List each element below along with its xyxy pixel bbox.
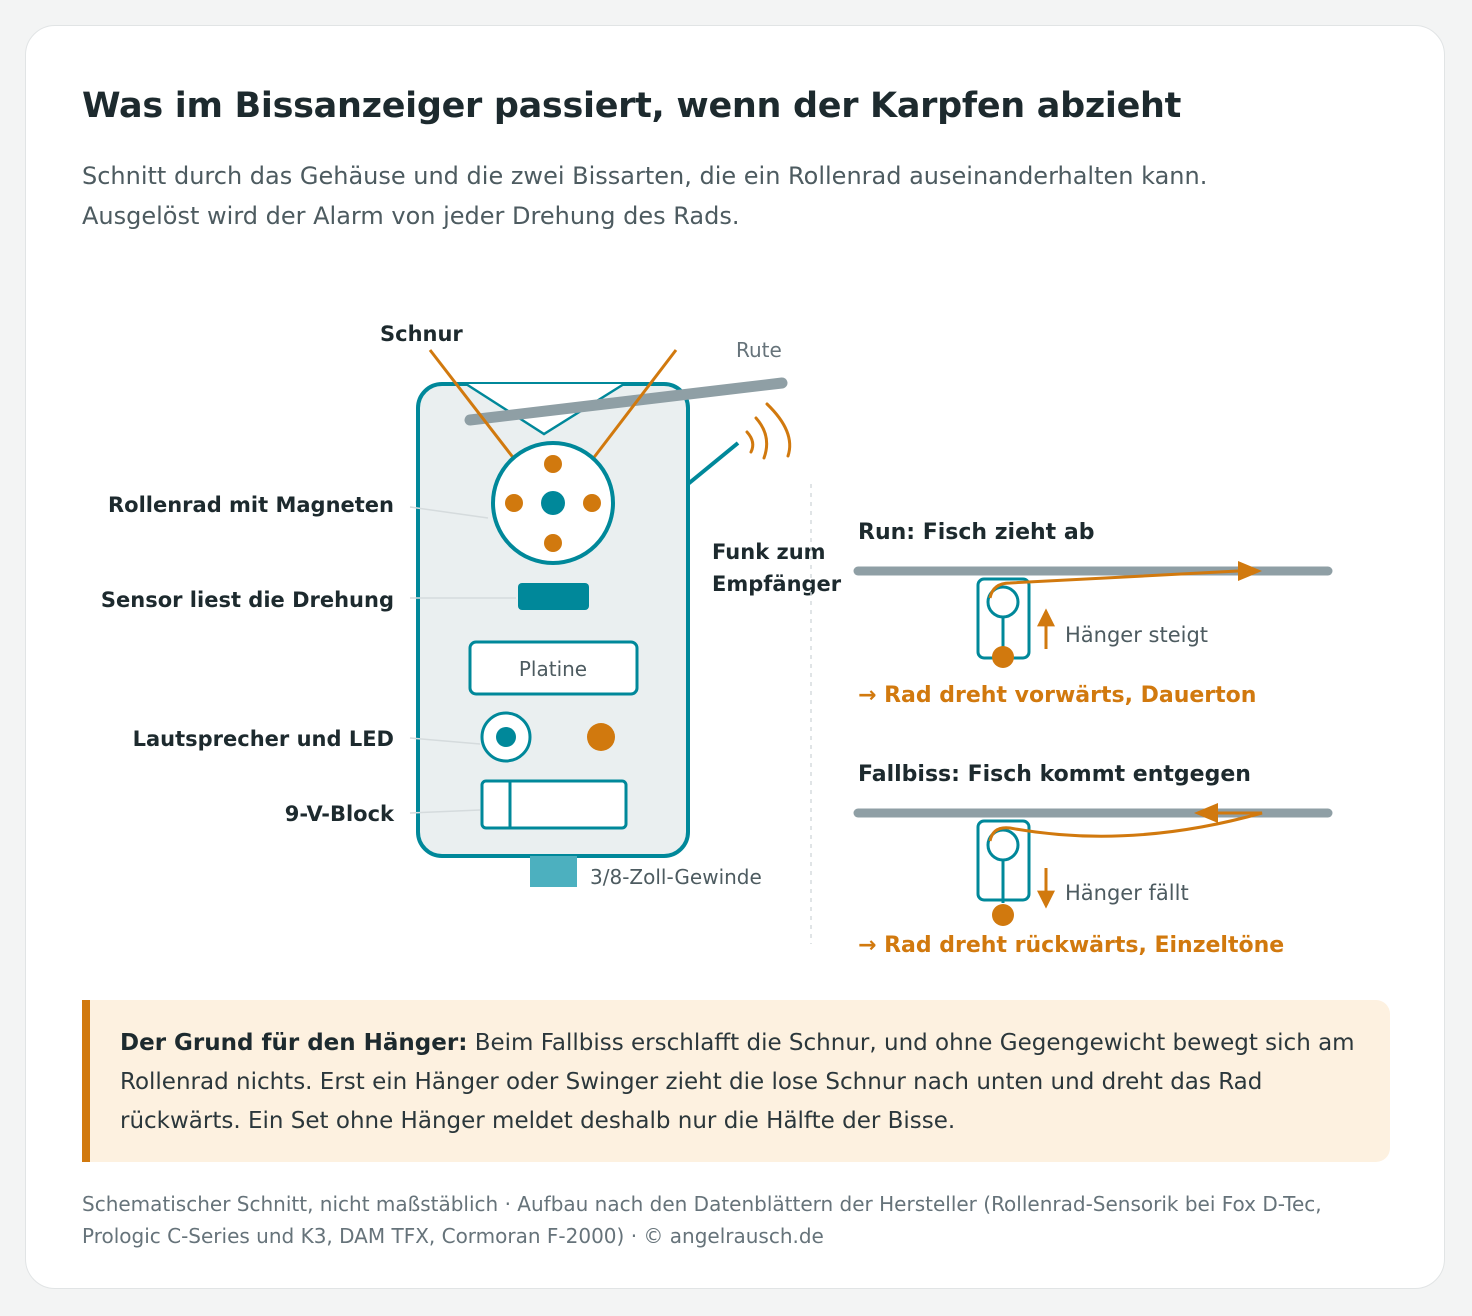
magnet-left [505, 494, 523, 512]
page-title: Was im Bissanzeiger passiert, wenn der K… [82, 86, 1182, 126]
run-hanger-label: Hänger steigt [1065, 623, 1208, 647]
battery [480, 779, 628, 830]
radio-wave-2 [754, 416, 769, 460]
battery-label: 9-V-Block [285, 802, 395, 826]
sensor-label: Sensor liest die Drehung [101, 588, 394, 612]
run-line-path [988, 569, 1239, 599]
radio-wave-3 [765, 402, 792, 458]
radio-label-2: Empfänger [712, 572, 842, 596]
rod-label: Rute [736, 338, 782, 362]
magnet-top [544, 455, 562, 473]
run-result: → Rad dreht vorwärts, Dauerton [858, 683, 1256, 708]
magnet-right [583, 494, 601, 512]
led [587, 723, 615, 751]
drop-title: Fallbiss: Fisch kommt entgegen [858, 762, 1251, 787]
speaker-core [496, 727, 516, 747]
speaker-label: Lautsprecher und LED [133, 727, 394, 751]
run-title: Run: Fisch zieht ab [858, 520, 1094, 545]
wheel-leader [409, 506, 489, 519]
thread-label: 3/8-Zoll-Gewinde [590, 865, 762, 889]
callout-lead: Der Grund für den Hänger: [120, 1030, 468, 1056]
explanation-callout: Der Grund für den Hänger: Beim Fallbiss … [82, 1000, 1390, 1162]
fishing-line-right [590, 349, 678, 461]
antenna [686, 441, 740, 486]
wheel-label: Rollenrad mit Magneten [108, 493, 394, 517]
page-subtitle: Schnitt durch das Gehäuse und die zwei B… [82, 156, 1282, 236]
board-label: Platine [519, 657, 587, 681]
device-section: Platine 3/8-Zoll-Gewinde Schnur Rute Rol… [101, 322, 842, 889]
run-hanger-weight [992, 646, 1014, 668]
subtitle-line-1: Schnitt durch das Gehäuse und die zwei B… [82, 162, 1208, 190]
magnet-bottom [544, 534, 562, 552]
run-scenario: Run: Fisch zieht ab Hänger steigt → Rad … [853, 520, 1333, 708]
drop-hanger-label: Hänger fällt [1065, 881, 1189, 905]
board [468, 640, 639, 696]
line-label: Schnur [380, 322, 463, 346]
wheel-hub [541, 491, 565, 515]
footnote: Schematischer Schnitt, nicht maßstäblich… [82, 1192, 1322, 1248]
fishing-line-left [428, 349, 517, 461]
drop-hanger-weight [992, 904, 1014, 926]
drop-line-arrowhead [1194, 803, 1218, 823]
callout-text: Der Grund für den Hänger: Beim Fallbiss … [120, 1024, 1360, 1141]
sensor [518, 583, 589, 610]
speaker-leader [409, 737, 481, 745]
drop-result: → Rad dreht rückwärts, Einzeltöne [858, 933, 1284, 958]
battery-leader [409, 809, 481, 814]
bite-alarm-diagram: Platine 3/8-Zoll-Gewinde Schnur Rute Rol… [101, 322, 1333, 958]
radio-label-1: Funk zum [712, 540, 826, 564]
run-line-arrowhead [1238, 561, 1262, 581]
callout-body: Beim Fallbiss erschlafft die Schnur, und… [120, 1030, 1355, 1134]
drop-line-path [988, 811, 1263, 842]
rod [464, 377, 788, 426]
radio-wave-1 [745, 430, 755, 454]
subtitle-line-2: Ausgelöst wird der Alarm von jeder Drehu… [82, 202, 740, 230]
thread-mount [530, 856, 577, 887]
drop-scenario: Fallbiss: Fisch kommt entgegen Hänger fä… [853, 762, 1333, 958]
